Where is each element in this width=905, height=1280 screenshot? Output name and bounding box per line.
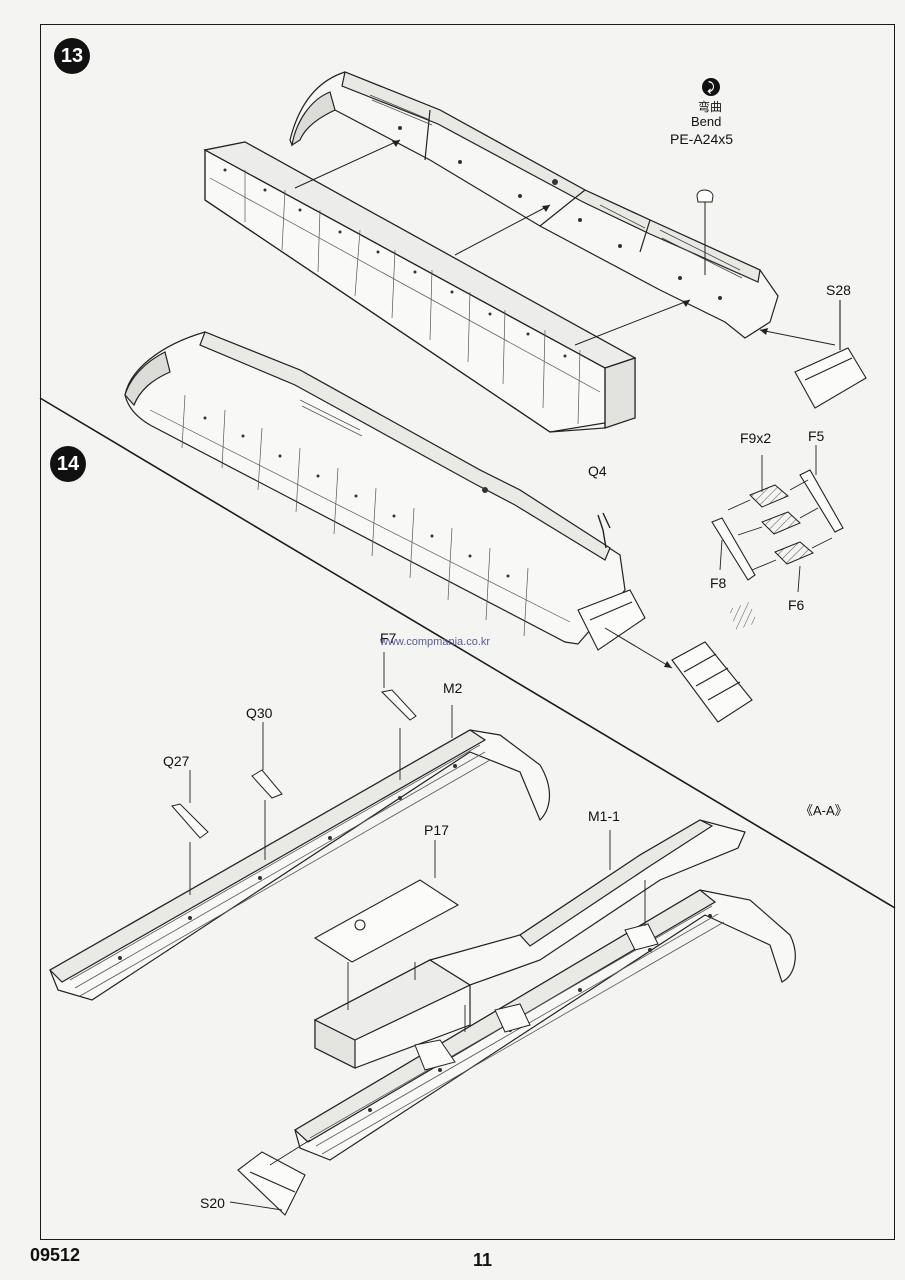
side-panel-seams <box>209 170 601 425</box>
part-f6-label: F6 <box>788 597 805 613</box>
part-s28-label: S28 <box>826 282 851 298</box>
part-q27 <box>171 803 209 839</box>
watermark-url: www.compmania.co.kr <box>380 636 491 648</box>
part-q30-label: Q30 <box>246 705 273 721</box>
page-frame <box>40 24 895 1240</box>
left-arrows <box>189 652 453 895</box>
sponson-upper-part <box>289 71 779 339</box>
part-m2-label: M2 <box>443 680 463 696</box>
hatched-mark <box>728 601 758 631</box>
part-f7 <box>380 689 417 721</box>
part-f8-side <box>711 517 756 581</box>
kit-number: 09512 <box>30 1245 81 1265</box>
hull-side-assembly <box>124 331 626 645</box>
part-f8-label: F8 <box>710 575 727 591</box>
part-f7-label: F7 <box>380 630 397 646</box>
part-f9-treads <box>749 484 801 535</box>
bend-label: Bend <box>691 114 722 129</box>
pe-part-a24 <box>696 189 714 203</box>
part-q30 <box>251 769 283 799</box>
step-14-number: 14 <box>56 452 80 475</box>
part-q27-label: Q27 <box>163 753 190 769</box>
bend-icon: ⤸ <box>702 78 720 96</box>
part-p17-label: P17 <box>424 822 449 838</box>
part-f5-label: F5 <box>808 428 825 444</box>
center-box <box>313 959 472 1069</box>
part-m1-1-label: M1-1 <box>588 808 620 824</box>
part-m2-guard <box>49 729 550 1001</box>
step-13-badge: 13 <box>54 38 90 74</box>
part-s20-plate <box>237 1151 306 1216</box>
step-14-badge: 14 <box>50 446 86 482</box>
page-number: 11 <box>473 1250 493 1270</box>
step-13-number: 13 <box>60 44 84 67</box>
part-s28-plate <box>794 300 867 409</box>
step13-arrows <box>294 139 836 346</box>
part-m1-1 <box>428 819 746 986</box>
step-tread-assembly <box>671 641 753 723</box>
part-f5-side <box>799 469 844 533</box>
step14-f-arrows <box>719 445 833 593</box>
step-divider <box>39 397 896 909</box>
section-a-a-label: 《A-A》 <box>800 803 848 818</box>
hull-rear-plate <box>577 589 646 651</box>
photoetch-part-label: PE-A24x5 <box>670 131 734 147</box>
part-p17-plate <box>313 879 460 963</box>
side-armor-panel <box>203 141 637 433</box>
side-panel-rivets <box>223 168 567 358</box>
part-s20-label: S20 <box>200 1195 225 1211</box>
bend-label-chinese: 弯曲 <box>698 100 723 114</box>
part-q4-handle <box>597 512 611 549</box>
part-f9x2-label: F9x2 <box>740 430 772 446</box>
guard-fins <box>414 923 659 1071</box>
hull-side-seams <box>149 394 571 637</box>
part-f6-tread <box>774 541 814 565</box>
part-q4-label: Q4 <box>588 463 607 479</box>
